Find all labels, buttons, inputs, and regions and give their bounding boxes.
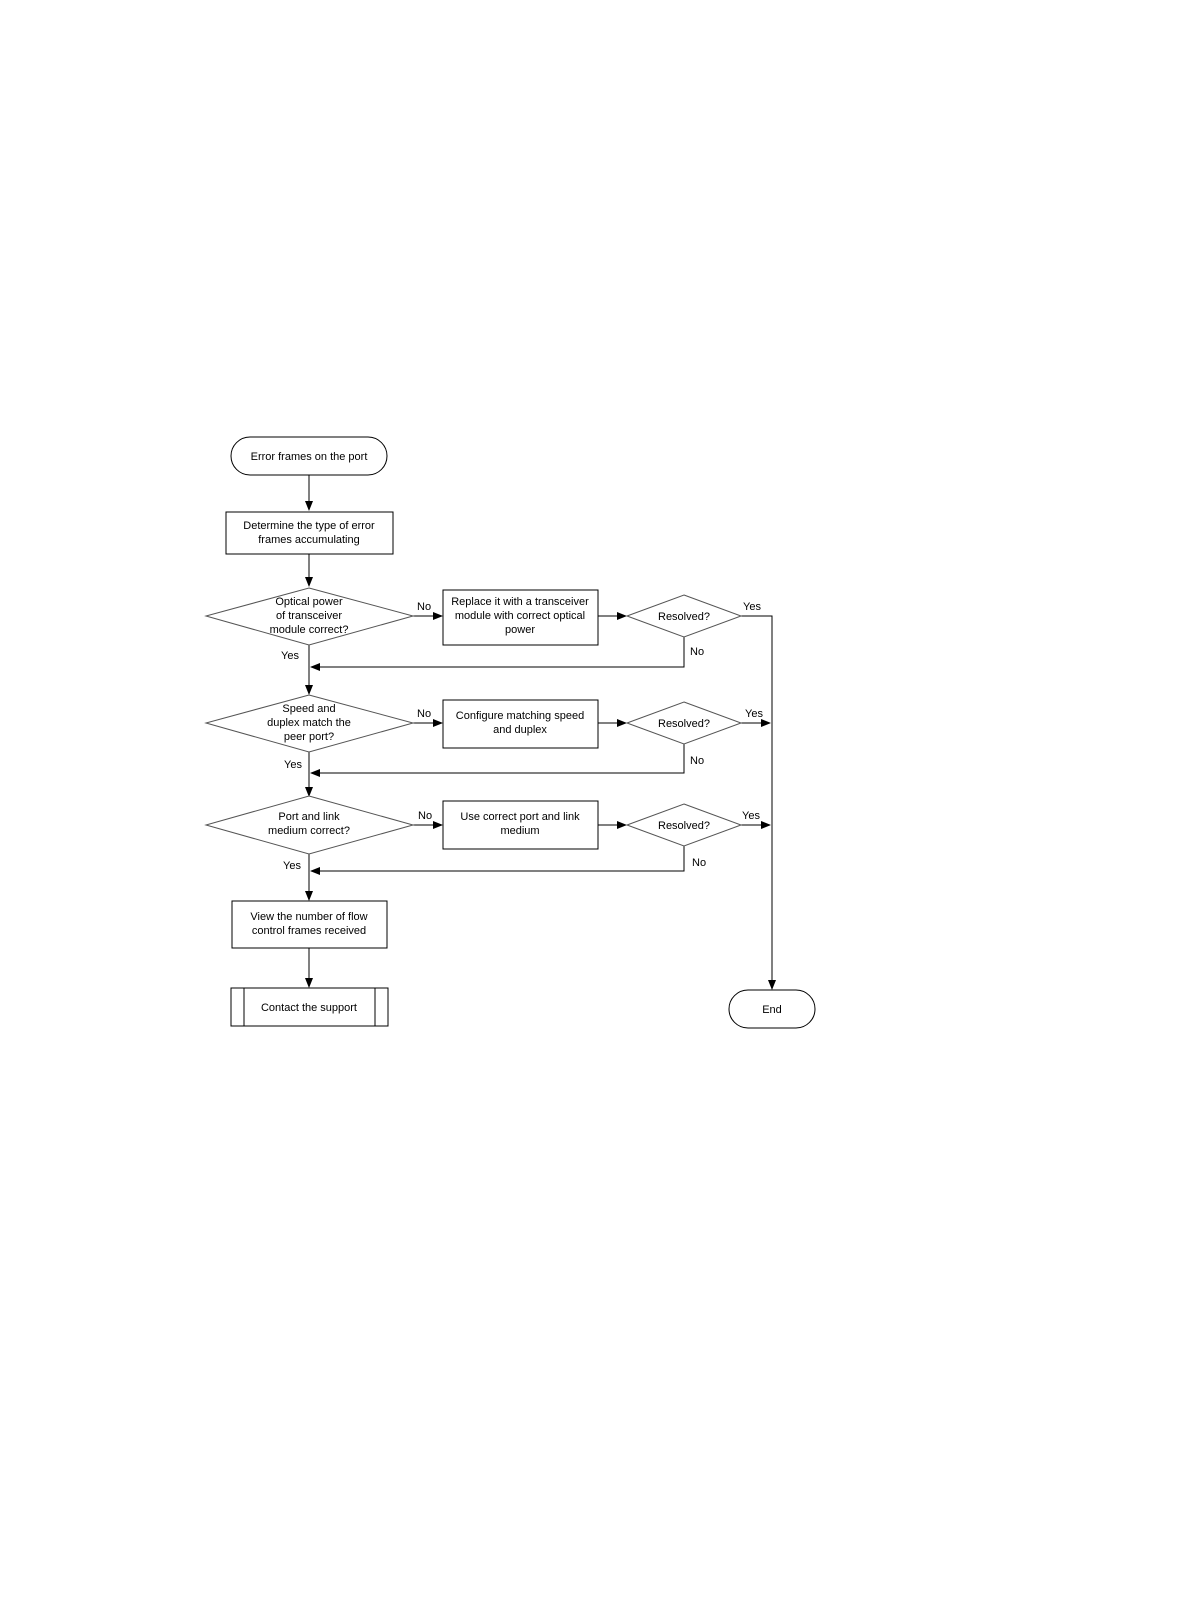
end-terminator: End xyxy=(728,989,816,1029)
a-port-line-2: medium xyxy=(500,825,539,837)
q-speed-line-1: Speed and xyxy=(282,703,335,715)
label-yes-r1: Yes xyxy=(743,601,761,613)
q-port-line-2: medium correct? xyxy=(268,825,350,837)
arrow-r3-no xyxy=(310,846,685,875)
r3-label: Resolved? xyxy=(658,820,710,832)
use-correct-port-box: Use correct port and link medium xyxy=(442,800,599,850)
determine-label-line-1: Determine the type of error xyxy=(243,520,375,532)
connectors xyxy=(305,475,776,990)
resolved-decision-3: Resolved? xyxy=(625,803,743,847)
view-flow-line-1: View the number of flow xyxy=(250,911,367,923)
start-terminator: Error frames on the port xyxy=(230,436,388,476)
a-optical-line-1: Replace it with a transceiver xyxy=(451,596,589,608)
label-no-r1: No xyxy=(690,646,704,658)
a-port-line-1: Use correct port and link xyxy=(460,811,580,823)
a-speed-line-2: and duplex xyxy=(493,724,547,736)
label-yes-port: Yes xyxy=(283,860,301,872)
a-speed-line-1: Configure matching speed xyxy=(456,710,584,722)
port-medium-decision: Port and link medium correct? xyxy=(204,795,415,855)
q-speed-line-2: duplex match the xyxy=(267,717,351,729)
view-flow-line-2: control frames received xyxy=(252,925,366,937)
determine-label-line-2: frames accumulating xyxy=(258,534,360,546)
r1-label: Resolved? xyxy=(658,611,710,623)
determine-type-box: Determine the type of error frames accum… xyxy=(225,511,394,555)
r2-label: Resolved? xyxy=(658,718,710,730)
q-port-line-1: Port and link xyxy=(278,811,340,823)
label-yes-speed: Yes xyxy=(284,759,302,771)
contact-support-box: Contact the support xyxy=(230,987,389,1027)
resolved-decision-1: Resolved? xyxy=(625,594,743,638)
label-no-speed: No xyxy=(417,708,431,720)
q-optical-line-1: Optical power xyxy=(275,596,343,608)
arrow-r1-no xyxy=(310,636,685,671)
label-yes-optical: Yes xyxy=(281,650,299,662)
edge-labels: No Yes Yes No No Yes Yes No No Yes Yes N… xyxy=(281,601,763,872)
contact-label: Contact the support xyxy=(261,1002,357,1014)
replace-transceiver-box: Replace it with a transceiver module wit… xyxy=(442,589,599,646)
arrow-r2-no xyxy=(310,744,685,777)
end-label: End xyxy=(762,1004,782,1016)
label-no-optical: No xyxy=(417,601,431,613)
optical-power-decision: Optical power of transceiver module corr… xyxy=(204,587,415,646)
label-no-r3: No xyxy=(692,857,706,869)
speed-duplex-decision: Speed and duplex match the peer port? xyxy=(204,694,415,753)
start-label: Error frames on the port xyxy=(251,451,368,463)
label-no-r2: No xyxy=(690,755,704,767)
q-optical-line-3: module correct? xyxy=(270,624,349,636)
label-no-port: No xyxy=(418,810,432,822)
a-optical-line-3: power xyxy=(505,624,535,636)
arrow-r1-yes-to-end xyxy=(741,615,776,990)
label-yes-r2: Yes xyxy=(745,708,763,720)
label-yes-r3: Yes xyxy=(742,810,760,822)
view-flow-control-box: View the number of flow control frames r… xyxy=(231,900,388,949)
q-optical-line-2: of transceiver xyxy=(276,610,342,622)
configure-speed-box: Configure matching speed and duplex xyxy=(442,699,599,749)
resolved-decision-2: Resolved? xyxy=(625,701,743,745)
a-optical-line-2: module with correct optical xyxy=(455,610,585,622)
q-speed-line-3: peer port? xyxy=(284,731,334,743)
